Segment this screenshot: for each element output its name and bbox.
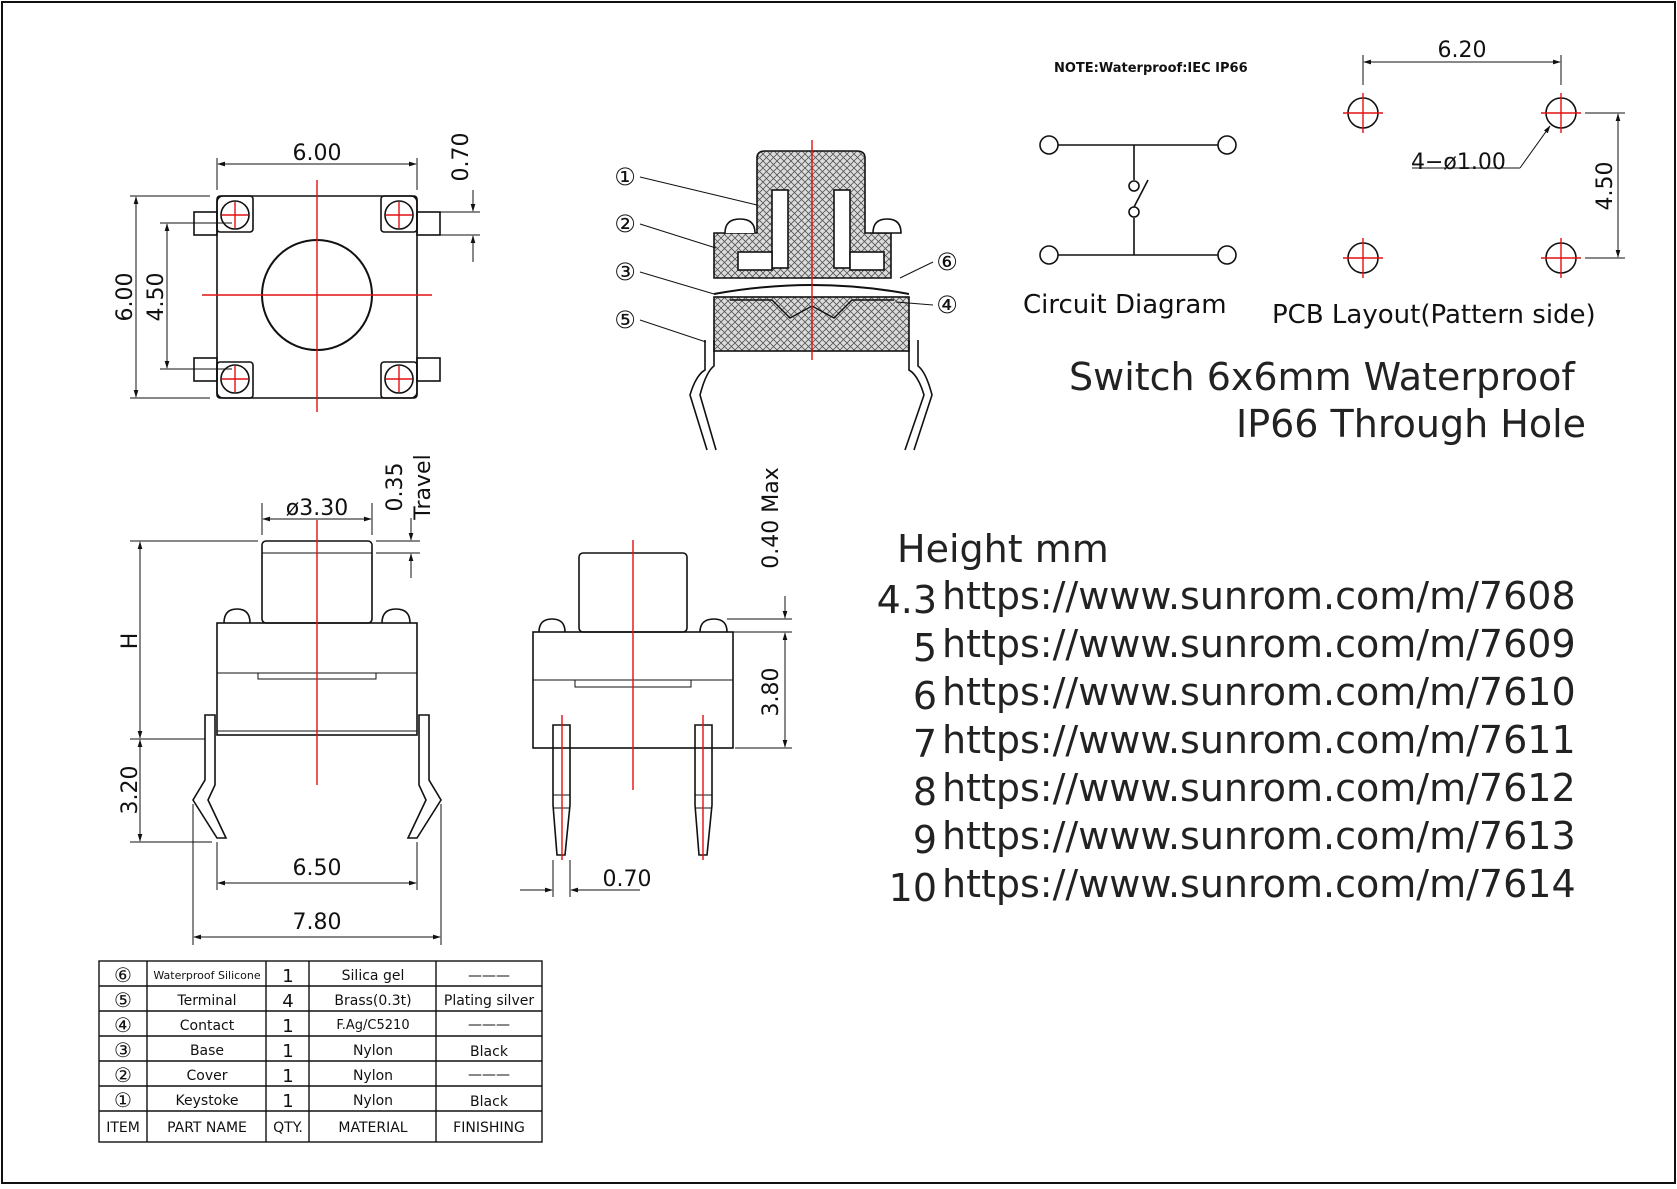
dim-top-width: 6.00 [293,141,342,166]
bom-part: Contact [180,1018,235,1034]
bom-item: ④ [114,1013,132,1037]
dim-pcb-width: 6.20 [1438,38,1487,63]
bom-header-qty: QTY. [273,1120,303,1136]
bom-qty: 1 [282,1091,293,1112]
title-line-1: Switch 6x6mm Waterproof [1069,355,1575,399]
bom-material: Nylon [353,1093,393,1109]
bom-part: Base [190,1043,224,1059]
bom-material: Nylon [353,1043,393,1059]
dim-top-tab: 0.70 [449,133,474,182]
dim-leg-len: 3.20 [118,766,143,815]
height-link[interactable]: https://www.sunrom.com/m/7613 [942,814,1576,858]
dimension-labels: 6.00 6.00 4.50 0.70 6.20 4.50 4−ø1.00 ø3… [113,38,1618,935]
dim-travel: 0.35 [383,463,408,512]
bom-part: Waterproof Silicone [153,969,261,982]
callout-4: ④ [936,291,958,319]
bom-finishing: ——— [468,1067,510,1083]
height-link[interactable]: https://www.sunrom.com/m/7614 [942,862,1576,906]
height-value: 6 [912,674,937,718]
dim-top-height: 6.00 [113,273,138,322]
pcb-centerlines [1343,93,1581,278]
callout-3: ③ [614,258,636,286]
dim-overall: 7.80 [293,910,342,935]
dim-pin-w: 0.70 [603,867,652,892]
bom-finishing: ——— [468,1017,510,1033]
bom-part: Terminal [176,993,236,1009]
dim-travel-word: Travel [411,454,436,520]
title-line-2: IP66 Through Hole [1236,402,1587,446]
pcb-dimensions [1362,55,1625,259]
bom-header-material: MATERIAL [338,1120,407,1136]
cross-section [689,150,933,451]
bom-material: Nylon [353,1068,393,1084]
height-heading: Height mm [897,527,1109,571]
bom-table-grid [98,960,543,1143]
bom-part: Keystoke [176,1093,239,1109]
bom-header-finishing: FINISHING [453,1120,525,1136]
circuit-diagram [1039,135,1237,265]
bom-header-part: PART NAME [167,1120,247,1136]
side-dimensions [520,596,792,897]
height-value: 5 [912,626,937,670]
height-value: 4.3 [876,578,937,622]
callout-6: ⑥ [936,248,958,276]
pcb-layout [1347,97,1577,274]
bom-finishing: Black [470,1094,509,1110]
bom-item: ② [114,1063,132,1087]
callout-1: ① [614,163,636,191]
waterproof-note: NOTE:Waterproof:IEC IP66 [1054,61,1248,76]
bom-item: ① [114,1088,132,1112]
circuit-diagram-label: Circuit Diagram [1023,290,1227,320]
bom-item: ⑥ [114,963,132,987]
bom-item: ⑤ [114,988,132,1012]
bom-finishing: Black [470,1044,509,1060]
dim-top-pitch: 4.50 [144,273,169,322]
side-centerlines [561,540,704,860]
callout-5: ⑤ [614,306,636,334]
dim-pcb-hole: 4−ø1.00 [1411,150,1506,175]
bom-qty: 1 [282,966,293,987]
bom-table: ITEM PART NAME QTY. MATERIAL FINISHING ⑥… [106,963,534,1136]
height-link[interactable]: https://www.sunrom.com/m/7611 [942,718,1576,762]
height-value: 9 [912,818,937,862]
bom-finishing: ——— [468,968,510,984]
bom-material: Brass(0.3t) [334,993,411,1009]
bom-finishing: Plating silver [444,993,534,1009]
top-view-centerlines [202,180,432,412]
dim-body-h: 3.80 [759,668,784,717]
pcb-layout-label: PCB Layout(Pattern side) [1272,300,1596,330]
height-value: 8 [912,770,937,814]
height-link[interactable]: https://www.sunrom.com/m/7609 [942,622,1576,666]
bom-qty: 1 [282,1016,293,1037]
bom-qty: 4 [282,991,293,1012]
callout-2: ② [614,210,636,238]
bom-item: ③ [114,1038,132,1062]
dim-plunger-dia: ø3.30 [286,496,348,521]
bom-header-item: ITEM [106,1120,140,1136]
callout-labels: ① ② ③ ⑤ ⑥ ④ [614,163,958,334]
top-view-dimensions [130,158,480,399]
height-link[interactable]: https://www.sunrom.com/m/7608 [942,574,1576,618]
height-value: 10 [888,866,937,910]
bom-qty: 1 [282,1066,293,1087]
front-dimensions [130,503,442,945]
bom-qty: 1 [282,1041,293,1062]
height-link[interactable]: https://www.sunrom.com/m/7610 [942,670,1576,714]
dim-leg-spacing: 6.50 [293,856,342,881]
dim-height-h: H [118,633,143,650]
bom-material: F.Ag/C5210 [336,1018,409,1033]
height-value: 7 [912,722,937,766]
section-leaders [639,176,934,343]
bom-part: Cover [187,1068,228,1084]
dim-pcb-pitch: 4.50 [1593,162,1618,211]
bom-material: Silica gel [342,968,405,984]
dim-max: 0.40 Max [759,467,784,568]
height-link[interactable]: https://www.sunrom.com/m/7612 [942,766,1576,810]
